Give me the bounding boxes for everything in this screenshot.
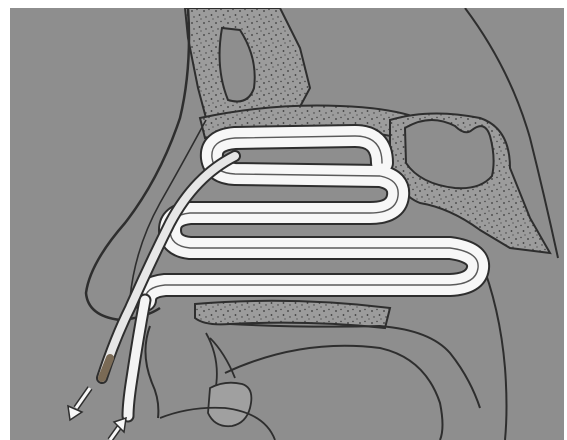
lower-teeth	[208, 383, 251, 427]
nasal-cavity-illustration	[10, 8, 564, 440]
illustration-canvas	[10, 8, 564, 440]
